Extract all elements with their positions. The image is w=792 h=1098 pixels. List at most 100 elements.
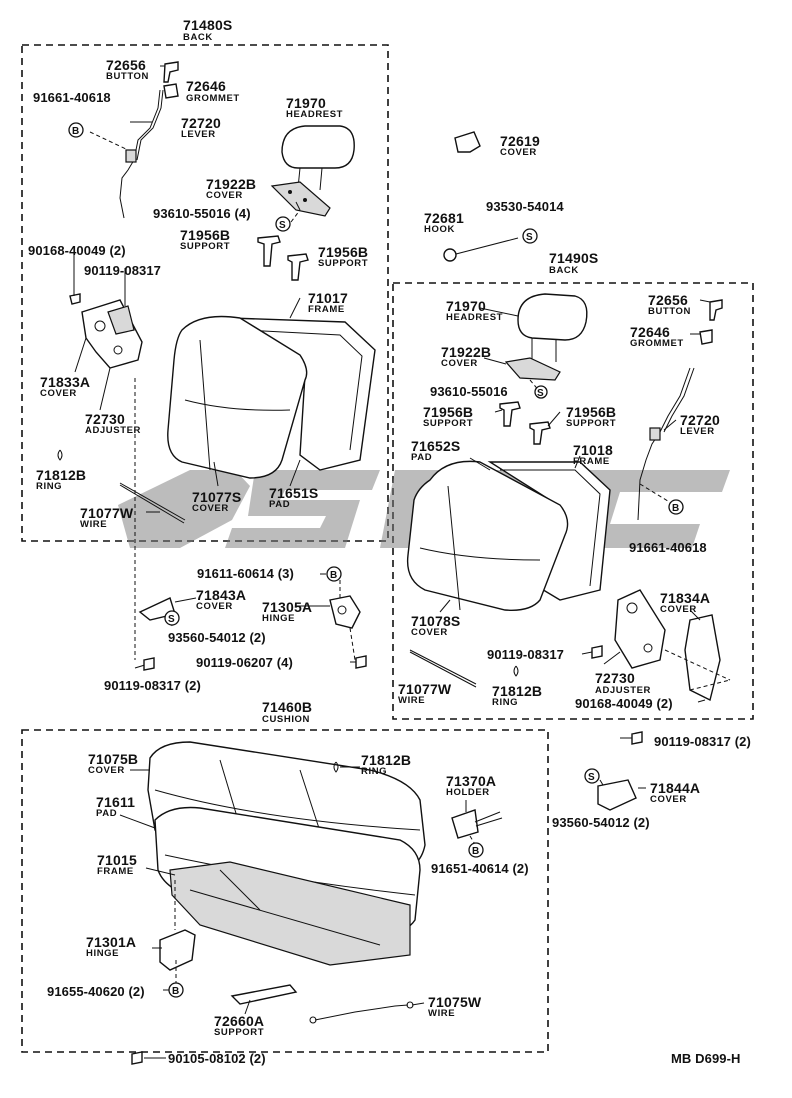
part-number-72720-left: 72720: [181, 115, 221, 131]
part-name-71833a: COVER: [40, 388, 77, 399]
part-number-71018: 71018: [573, 442, 613, 458]
part-number-71956b-left-2: 71956B: [318, 244, 369, 260]
part-number-72619: 72619: [500, 133, 540, 149]
part-number-71301a: 71301A: [86, 934, 137, 950]
ref-number-93610-55016-left: 93610-55016 (4): [153, 206, 251, 221]
part-name-72619: COVER: [500, 147, 537, 158]
circle-b-91651: [468, 842, 484, 858]
part-name-71077w-right: WIRE: [398, 695, 426, 706]
part-name-71970-left: HEADREST: [286, 109, 344, 120]
part-number-71812b-cushion: 71812B: [361, 752, 412, 768]
drawing-code: MB D699-H: [671, 1051, 741, 1066]
part-name-72660a: SUPPORT: [214, 1027, 265, 1038]
part-name-71956b-left-2: SUPPORT: [318, 258, 369, 269]
cushion-shape: [147, 741, 426, 966]
part-name-72656-left: BUTTON: [106, 71, 150, 82]
ref-number-93560-54012-right: 93560-54012 (2): [552, 815, 650, 830]
part-number-71075b: 71075B: [88, 751, 139, 767]
ref-number-90105-08102: 90105-08102 (2): [168, 1051, 266, 1066]
part-number-72656-left: 72656: [106, 57, 146, 73]
back-left-boundary: [21, 44, 389, 542]
part-name-72646-right: GROMMET: [630, 338, 684, 349]
part-number-71077s: 71077S: [192, 489, 242, 505]
seat-back-left-shape: [167, 315, 376, 479]
ref-number-91661-40618-left: 91661-40618: [33, 90, 111, 105]
support-right-shapes: [499, 401, 551, 445]
support-left-shapes: [257, 235, 309, 281]
part-number-72730-right: 72730: [595, 670, 635, 686]
headrest-cover-left-shape: [270, 181, 331, 217]
hook-72681-shape: [443, 237, 519, 262]
part-number-72730-left: 72730: [85, 411, 125, 427]
part-number-72660a: 72660A: [214, 1013, 265, 1029]
part-name-71075b: COVER: [88, 765, 125, 776]
lever-right-shape: [637, 367, 695, 521]
seat-back-right-shape: [406, 460, 611, 611]
part-number-71956b-left-1: 71956B: [180, 227, 231, 243]
part-name-71843a: COVER: [196, 601, 233, 612]
assembly-number-cushion: 71460B: [262, 699, 313, 715]
ref-number-90119-06207: 90119-06207 (4): [196, 655, 293, 670]
part-number-71843a: 71843A: [196, 587, 247, 603]
circle-s-93560-right: [584, 768, 600, 784]
cushion-fasteners: [131, 761, 339, 1065]
part-number-72656-right: 72656: [648, 292, 688, 308]
part-name-71812b-cushion: RING: [361, 766, 388, 777]
part-name-71812b-right: RING: [492, 697, 519, 708]
circle-b-91611-text: B: [330, 570, 337, 581]
part-number-71956b-right-1: 71956B: [423, 404, 474, 420]
part-name-71844a: COVER: [650, 794, 687, 805]
circle-b-91655-text: B: [172, 986, 179, 997]
support-72660a-shape: [230, 984, 298, 1005]
watermark-text: ojsc: [0, 0, 1, 1]
circle-s-93610-left: [275, 216, 291, 232]
part-number-71922b-right: 71922B: [441, 344, 492, 360]
ref-number-93610-55016-right: 93610-55016: [430, 384, 508, 399]
part-number-72720-right: 72720: [680, 412, 720, 428]
ref-number-91655-40620: 91655-40620 (2): [47, 984, 145, 999]
circle-s-93530: [522, 228, 538, 244]
part-number-72681: 72681: [424, 210, 464, 226]
circle-s-93610-right-text: S: [537, 388, 544, 399]
part-number-71015: 71015: [97, 852, 137, 868]
part-name-71017: FRAME: [308, 304, 345, 315]
adjuster-right-shape: [591, 589, 721, 702]
part-name-72656-right: BUTTON: [648, 306, 692, 317]
part-number-71812b-left: 71812B: [36, 467, 87, 483]
part-number-71077w-right: 71077W: [398, 681, 452, 697]
part-name-72720-right: LEVER: [680, 426, 715, 437]
circle-b-91661-right: [668, 499, 684, 515]
part-number-71834a: 71834A: [660, 590, 711, 606]
part-name-71301a: HINGE: [86, 948, 120, 959]
ref-number-91661-40618-right: 91661-40618: [629, 540, 707, 555]
part-name-71834a: COVER: [660, 604, 697, 615]
headrest-cover-right-shape: [504, 357, 561, 381]
circle-b-91655: [168, 982, 184, 998]
part-number-71077w-left: 71077W: [80, 505, 134, 521]
cushion-boundary: [21, 729, 549, 1053]
part-name-71077w-left: WIRE: [80, 519, 108, 530]
ref-number-90119-08317-right-2: 90119-08317 (2): [654, 734, 751, 749]
cover-72619-shape: [454, 131, 481, 153]
circle-s-93610-left-text: S: [279, 220, 286, 231]
circle-b-91661-left-text: B: [72, 126, 79, 137]
part-number-71970-right: 71970: [446, 298, 486, 314]
part-number-71833a: 71833A: [40, 374, 91, 390]
part-name-71970-right: HEADREST: [446, 312, 504, 323]
leaders-middle: [134, 573, 643, 745]
part-name-71077s: COVER: [192, 503, 229, 514]
part-name-71078s: COVER: [411, 627, 448, 638]
assembly-name-back-left: BACK: [183, 32, 213, 43]
part-name-72730-right: ADJUSTER: [595, 685, 652, 696]
circle-s-93560-left-text: S: [168, 614, 175, 625]
ref-number-93560-54012-left: 93560-54012 (2): [168, 630, 266, 645]
assembly-name-cushion: CUSHION: [262, 714, 311, 725]
part-name-71922b-left: COVER: [206, 190, 243, 201]
part-name-71812b-left: RING: [36, 481, 63, 492]
part-number-71078s: 71078S: [411, 613, 461, 629]
lever-left-shape: [119, 89, 164, 219]
assembly-name-back-right: BACK: [549, 265, 579, 276]
part-number-71812b-right: 71812B: [492, 683, 543, 699]
